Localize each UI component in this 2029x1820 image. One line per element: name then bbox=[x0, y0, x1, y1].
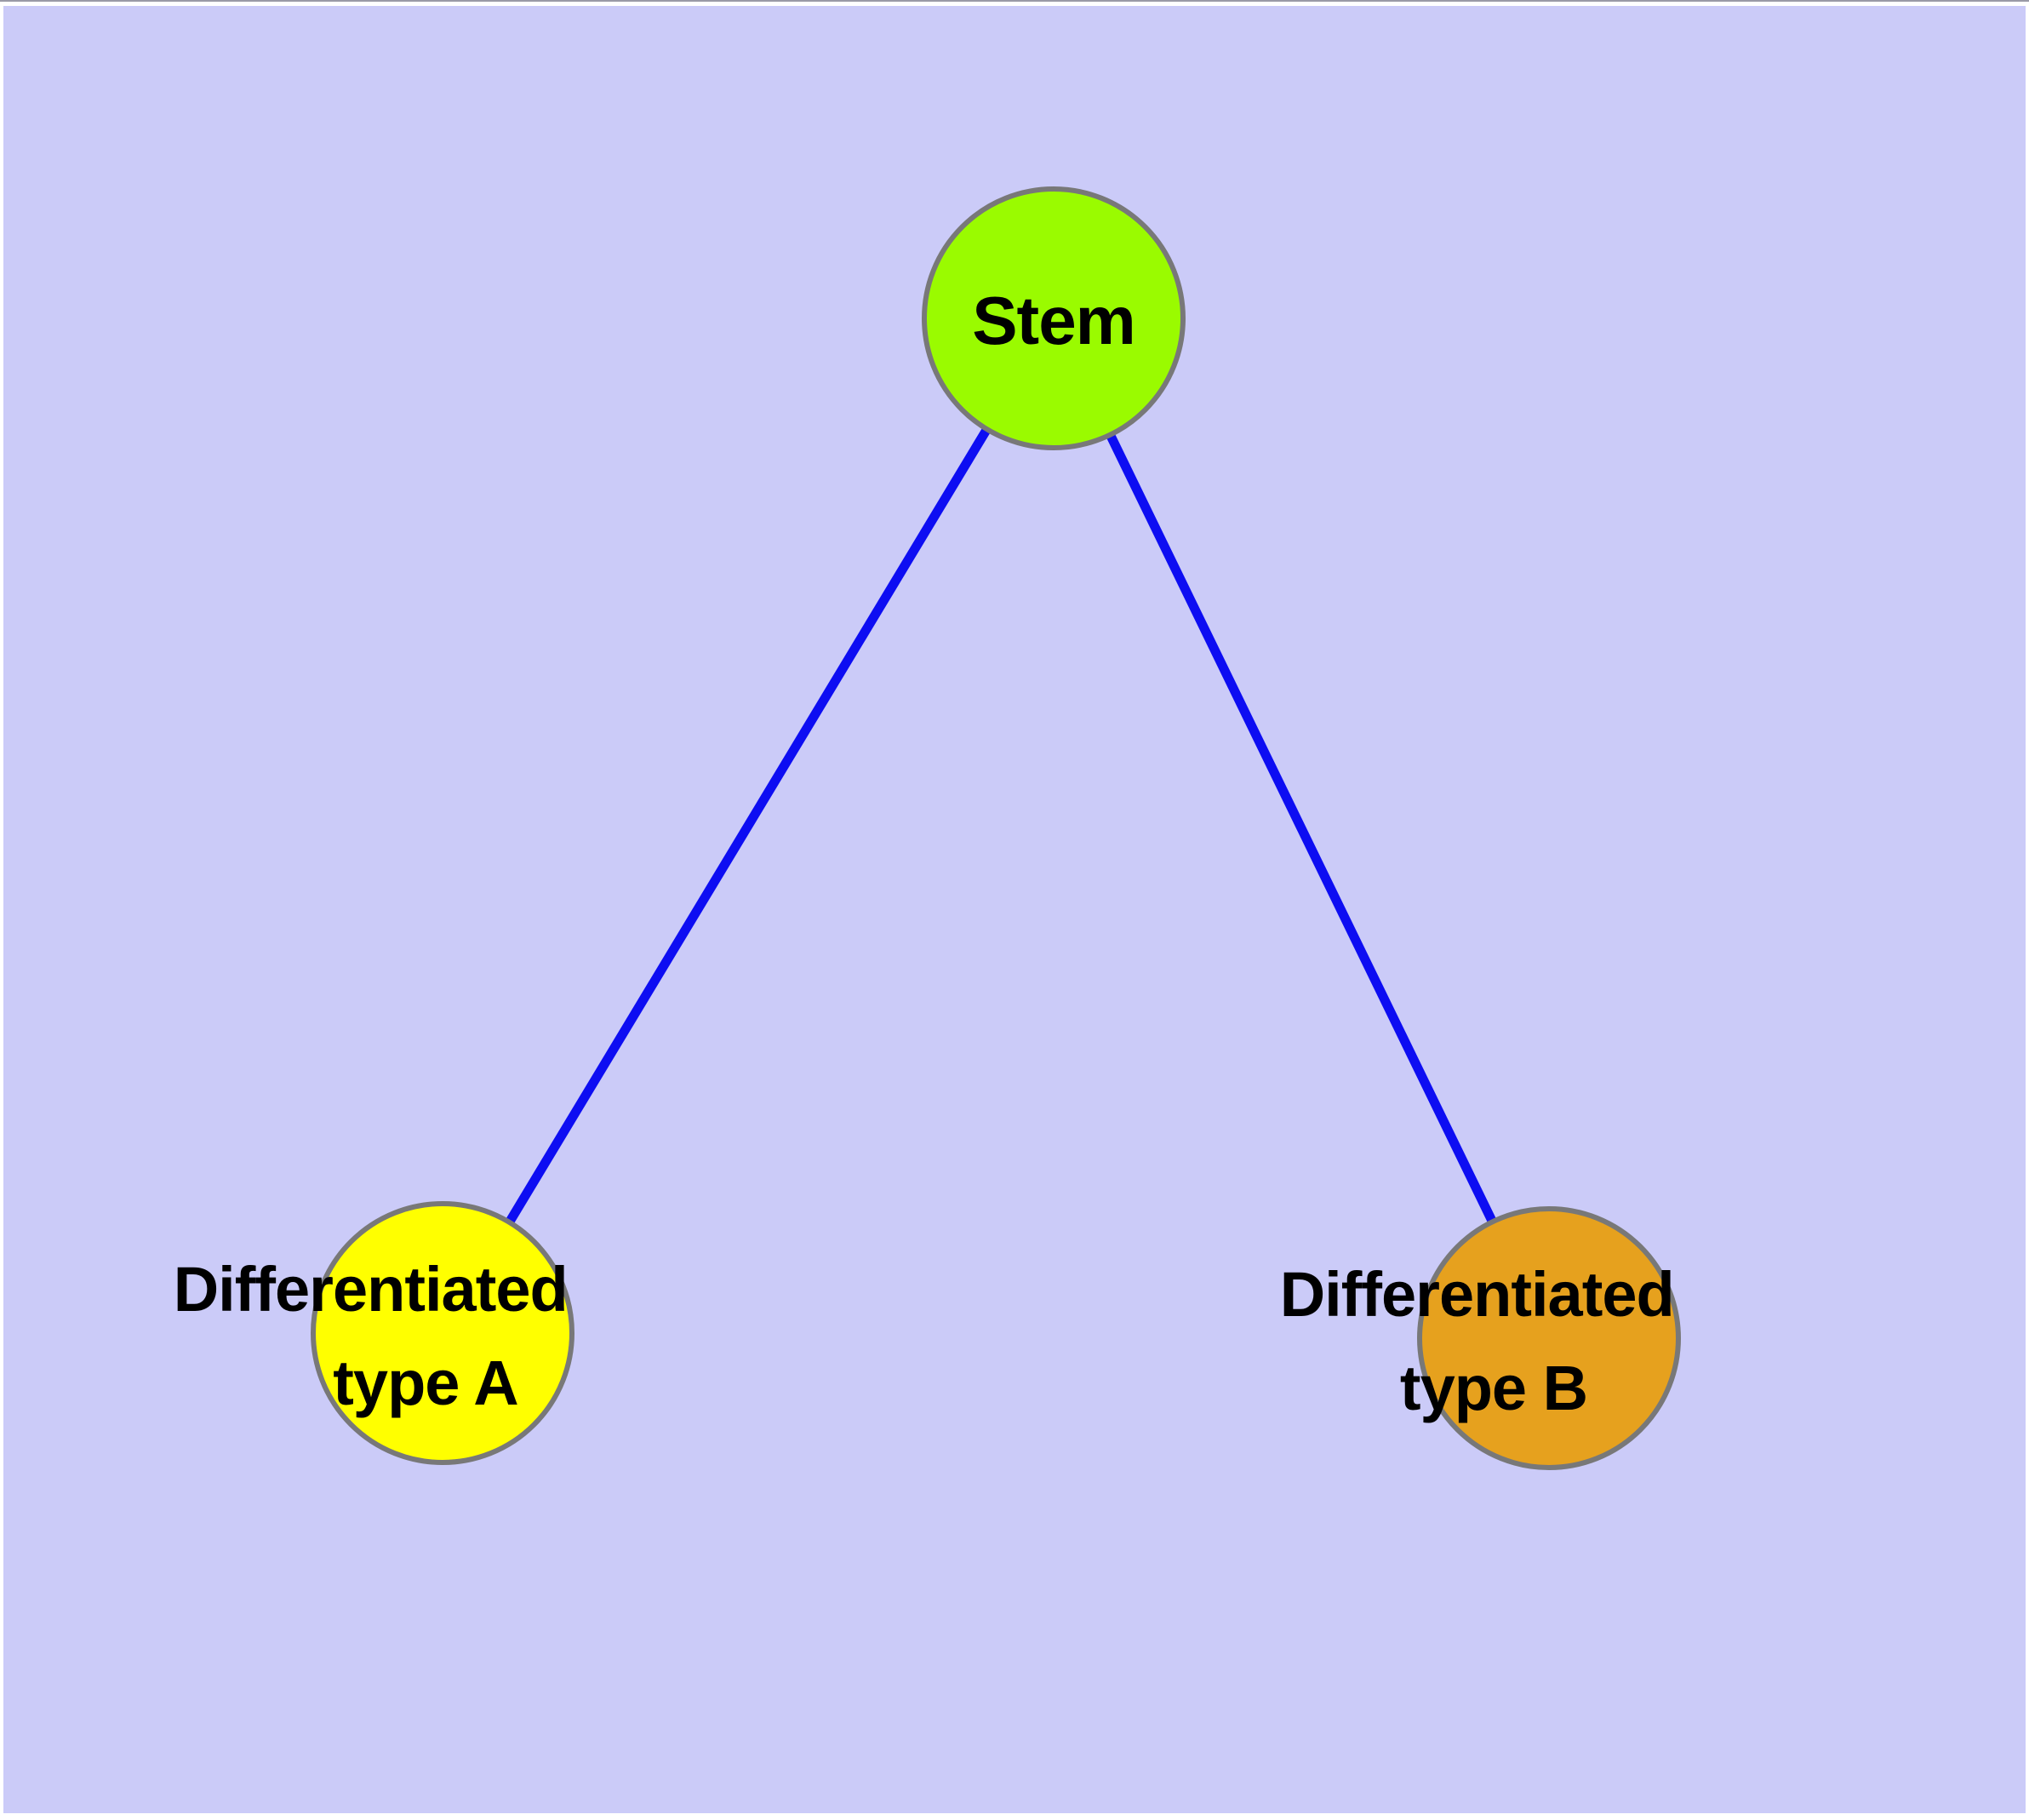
edge-stem-to-type-b bbox=[1049, 316, 1553, 1341]
node-type-a-label: Differentiated type A bbox=[174, 1254, 585, 1418]
edge-stem-to-type-a bbox=[438, 316, 1058, 1336]
node-type-b-label-line1: Differentiated bbox=[1280, 1259, 1674, 1330]
node-stem-label: Stem bbox=[972, 283, 1135, 358]
top-edge-line bbox=[0, 0, 2029, 2]
node-stem bbox=[922, 186, 1186, 450]
node-type-b-label: Differentiated type B bbox=[1280, 1259, 1691, 1423]
node-type-a-label-line2: type A bbox=[333, 1348, 517, 1418]
node-type-b bbox=[1417, 1206, 1681, 1470]
node-type-a bbox=[311, 1201, 574, 1465]
node-type-a-label-line1: Differentiated bbox=[174, 1254, 568, 1325]
node-type-b-label-line2: type B bbox=[1400, 1353, 1587, 1423]
